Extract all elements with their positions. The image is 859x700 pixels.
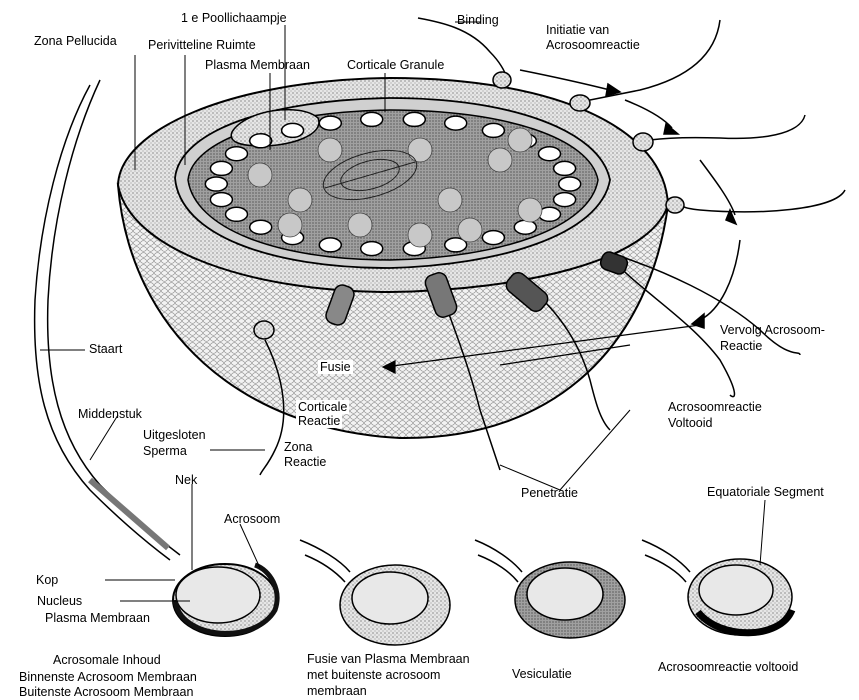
label-fusie-stage-2: met buitenste acrosoom xyxy=(307,668,440,682)
cytoplasm-sphere xyxy=(278,213,302,237)
label-voltooid-stage: Acrosoomreactie voltooid xyxy=(658,660,798,674)
label-vervolg-2: Reactie xyxy=(720,339,762,353)
cortical-granule xyxy=(361,112,383,126)
sperm-stage-complete xyxy=(642,540,792,635)
cortical-granule xyxy=(361,242,383,256)
cortical-granule xyxy=(403,112,425,126)
label-fusie-stage-1: Fusie van Plasma Membraan xyxy=(307,652,470,666)
label-corticale-reactie-2: Reactie xyxy=(296,414,342,428)
label-binnenste: Binnenste Acrosoom Membraan xyxy=(19,670,197,684)
label-vesiculatie: Vesiculatie xyxy=(512,667,572,681)
label-voltooid-1: Acrosoomreactie xyxy=(668,400,762,414)
cortical-granule xyxy=(445,116,467,130)
cortical-granule xyxy=(554,193,576,207)
label-acrosoom: Acrosoom xyxy=(224,512,280,526)
label-fusie-stage-3: membraan xyxy=(307,684,367,698)
label-plasma-membraan-sperm: Plasma Membraan xyxy=(45,611,150,625)
cortical-granule xyxy=(319,116,341,130)
label-buitenste: Buitenste Acrosoom Membraan xyxy=(19,685,193,699)
cortical-granule xyxy=(250,220,272,234)
cytoplasm-sphere xyxy=(348,213,372,237)
sperm-stage-vesiculation xyxy=(475,540,625,638)
label-perivitteline: Perivitteline Ruimte xyxy=(148,38,256,52)
cytoplasm-sphere xyxy=(288,188,312,212)
cortical-granule xyxy=(210,161,232,175)
label-zona-reactie-1: Zona xyxy=(282,440,315,454)
label-initiatie-2: Acrosoomreactie xyxy=(546,38,640,52)
label-penetratie: Penetratie xyxy=(521,486,578,500)
cortical-granule xyxy=(282,123,304,137)
label-staart: Staart xyxy=(89,342,122,356)
label-zona-reactie-2: Reactie xyxy=(282,455,328,469)
label-uitgesloten-2: Sperma xyxy=(143,444,187,458)
label-corticale-reactie-1: Corticale xyxy=(296,400,349,414)
label-middenstuk: Middenstuk xyxy=(78,407,142,421)
cytoplasm-sphere xyxy=(508,128,532,152)
cytoplasm-sphere xyxy=(518,198,542,222)
label-voltooid-2: Voltooid xyxy=(668,416,712,430)
label-plasma-membraan-top: Plasma Membraan xyxy=(205,58,310,72)
cytoplasm-sphere xyxy=(408,223,432,247)
cortical-granule xyxy=(514,220,536,234)
cortical-granule xyxy=(210,193,232,207)
label-nucleus: Nucleus xyxy=(37,594,82,608)
label-equatoriale: Equatoriale Segment xyxy=(707,485,824,499)
cortical-granule xyxy=(554,161,576,175)
cytoplasm-sphere xyxy=(458,218,482,242)
cytoplasm-sphere xyxy=(248,163,272,187)
cortical-granule xyxy=(226,207,248,221)
label-uitgesloten-1: Uitgesloten xyxy=(143,428,206,442)
label-initiatie-1: Initiatie van xyxy=(546,23,609,37)
cortical-granule xyxy=(482,231,504,245)
label-kop: Kop xyxy=(36,573,58,587)
cortical-granule xyxy=(559,177,581,191)
cytoplasm-sphere xyxy=(488,148,512,172)
cytoplasm-sphere xyxy=(318,138,342,162)
label-corticale-granule: Corticale Granule xyxy=(347,58,444,72)
cortical-granule xyxy=(482,123,504,137)
cortical-granule xyxy=(226,147,248,161)
cytoplasm-sphere xyxy=(438,188,462,212)
label-poollichaampje: 1 e Poollichaampje xyxy=(181,11,287,25)
label-zona-pellucida: Zona Pellucida xyxy=(34,34,117,48)
label-acrosomale-inhoud: Acrosomale Inhoud xyxy=(53,653,161,667)
label-binding: Binding xyxy=(457,13,499,27)
label-nek: Nek xyxy=(175,473,197,487)
sperm-stage-fusion xyxy=(300,540,450,645)
cortical-granule xyxy=(205,177,227,191)
cytoplasm-sphere xyxy=(408,138,432,162)
cortical-granule xyxy=(319,238,341,252)
cortical-granule xyxy=(250,134,272,148)
label-vervolg-1: Vervolg Acrosoom- xyxy=(720,323,825,337)
label-fusie: Fusie xyxy=(318,360,353,374)
cortical-granule xyxy=(539,147,561,161)
